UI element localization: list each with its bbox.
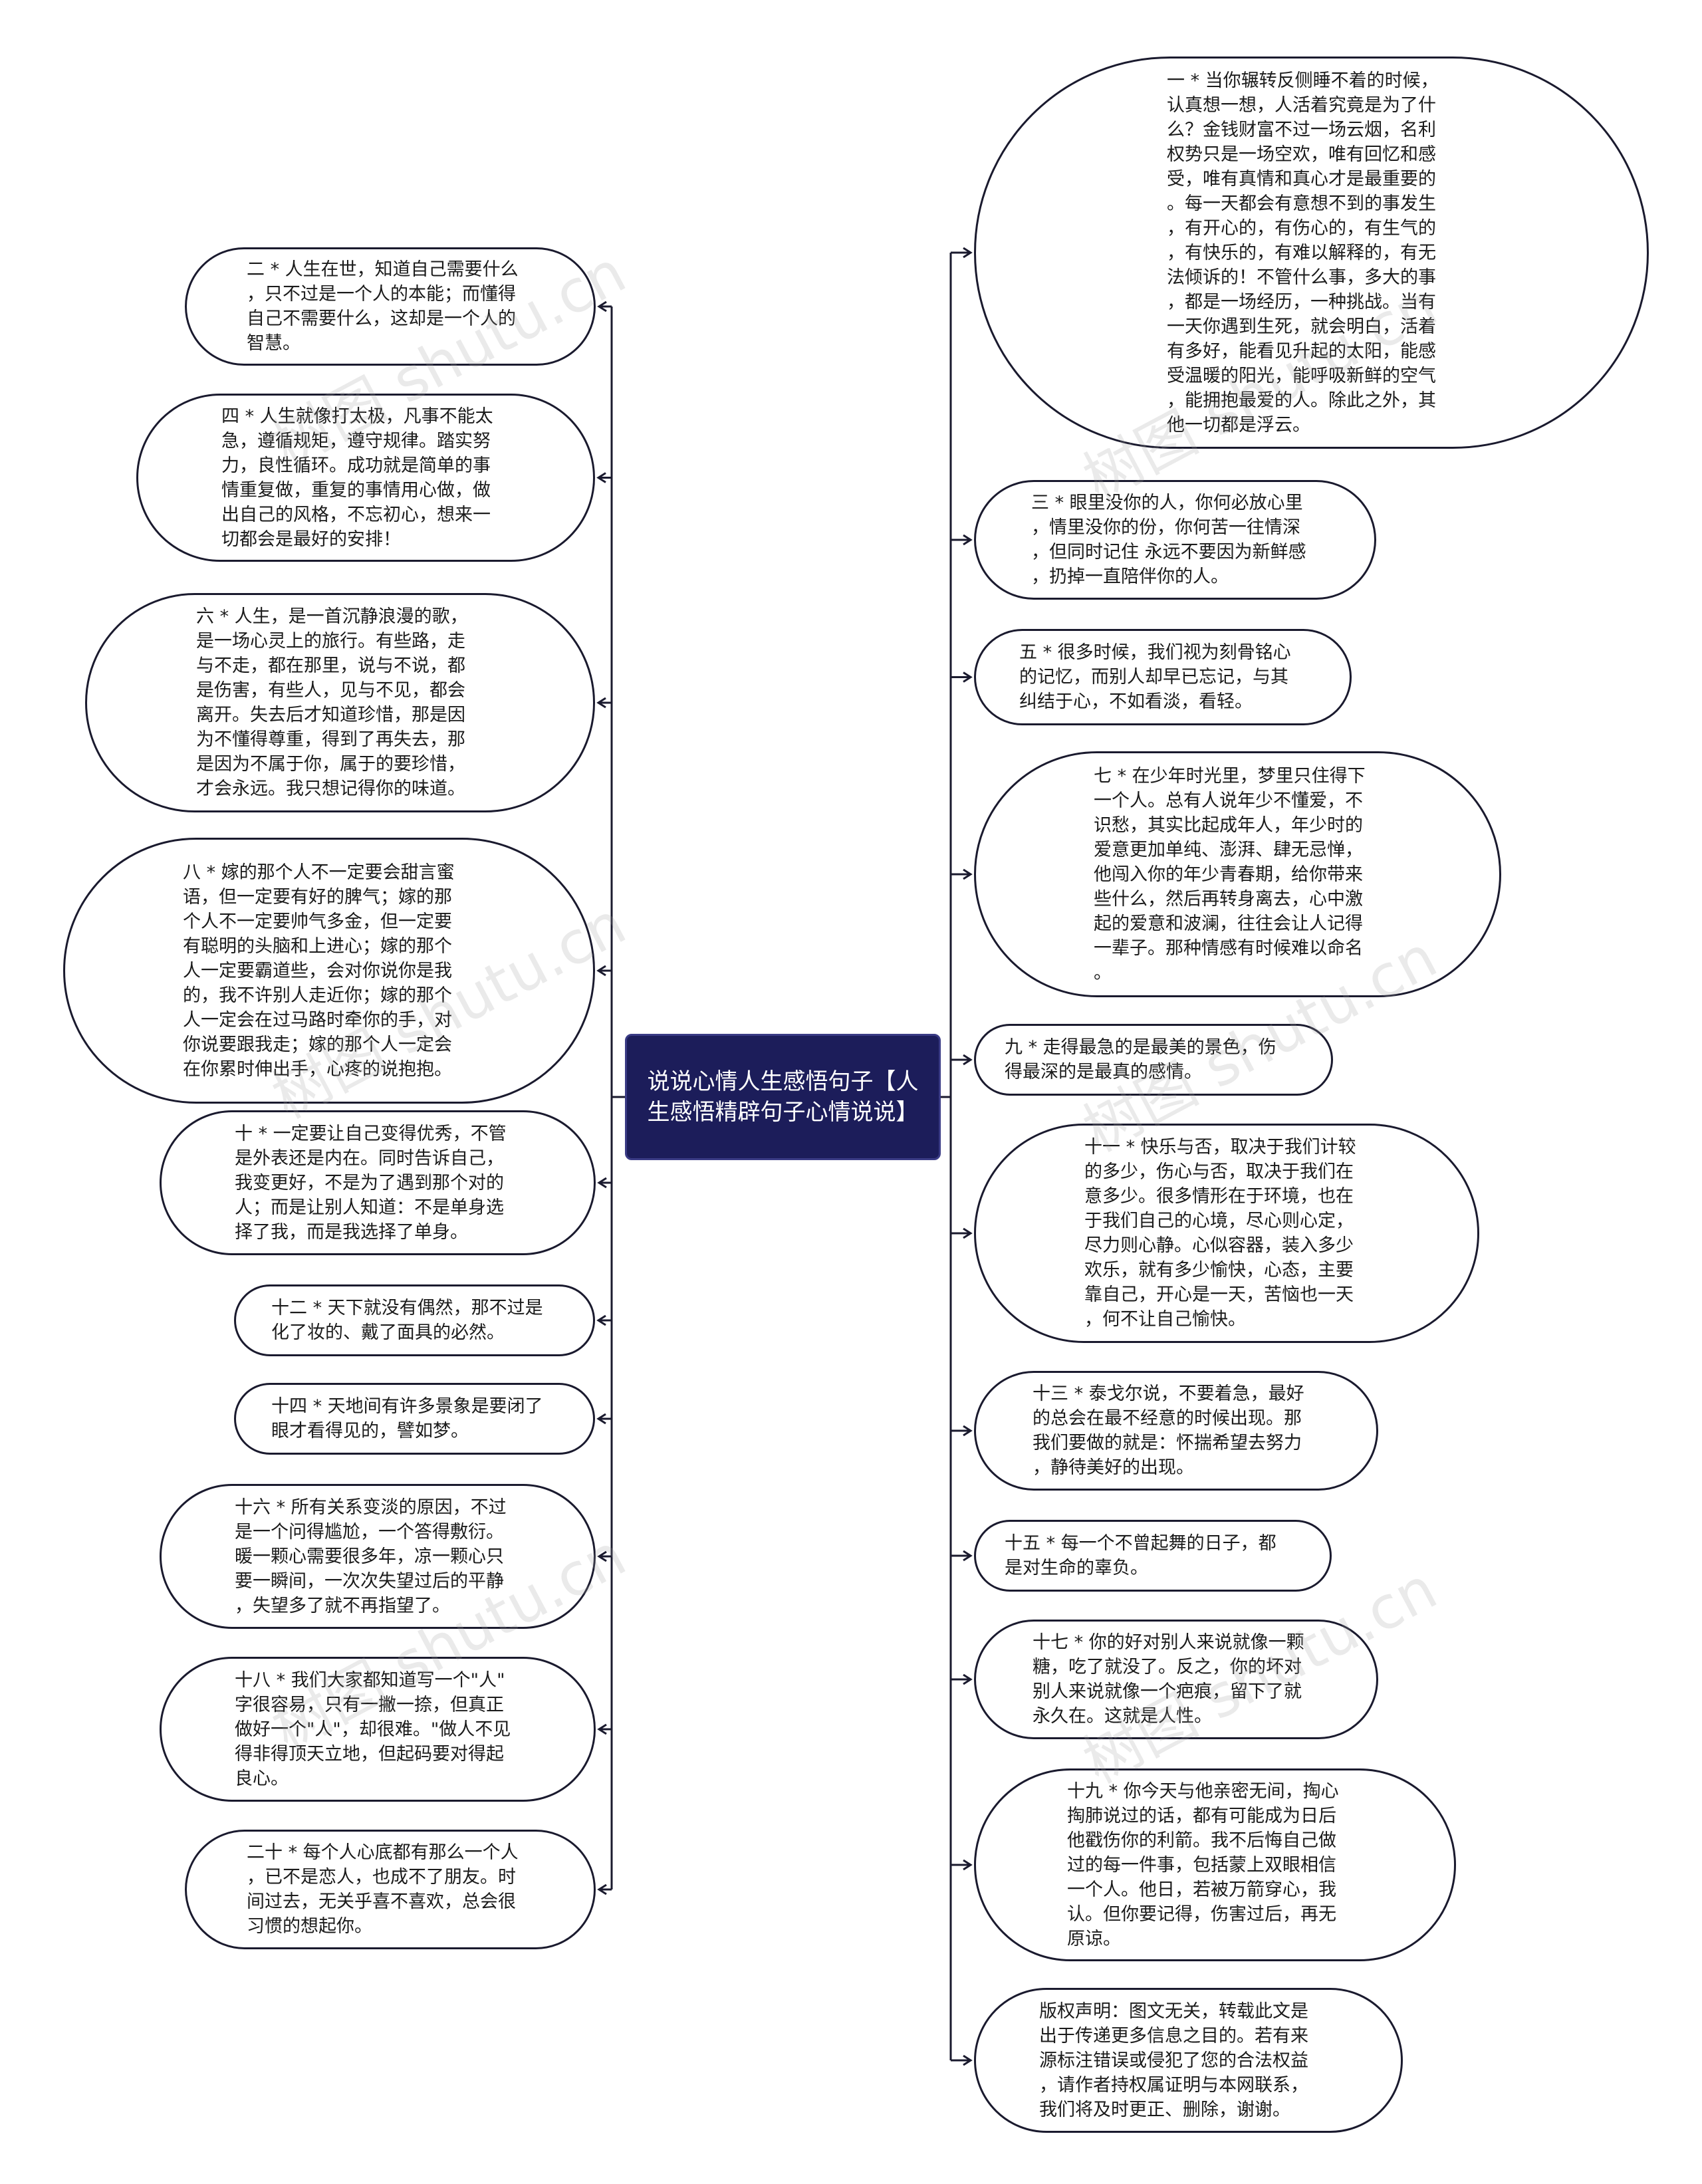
topic-node-text: 一 * 当你辗转反侧睡不着的时候， 认真想一想，人活着究竟是为了什 么？金钱财富… (1167, 70, 1439, 435)
topic-node-text: 版权声明：图文无关，转载此文是 出于传递更多信息之目的。若有来 源标注错误或侵犯… (1039, 2001, 1308, 2120)
topic-node-text: 二十 * 每个人心底都有那么一个人 ，已不是恋人，也成不了朋友。时 间过去，无关… (247, 1842, 519, 1937)
topic-node-text: 十五 * 每一个不曾起舞的日子，都 是对生命的辜负。 (1005, 1533, 1276, 1578)
topic-node-text: 四 * 人生就像打太极，凡事不能太 急，遵循规矩，遵守规律。踏实努 力，良性循环… (221, 406, 493, 550)
arrow-head (963, 671, 973, 683)
topic-node-7[interactable]: 七 * 在少年时光里，梦里只住得下 一个人。总有人说年少不懂爱，不 识愁，其实比… (974, 751, 1501, 997)
topic-node-13[interactable]: 十三 * 泰戈尔说，不要着急，最好 的总会在最不经意的时候出现。那 我们要做的就… (974, 1371, 1378, 1491)
arrow-head (963, 534, 973, 546)
arrow-head (597, 1177, 607, 1189)
topic-node-17[interactable]: 十七 * 你的好对别人来说就像一颗 糖，吃了就没了。反之，你的坏对 别人来说就像… (974, 1620, 1378, 1739)
arrow-head (963, 247, 973, 259)
arrow-head (597, 301, 607, 312)
topic-node-18[interactable]: 十八 * 我们大家都知道写一个"人" 字很容易，只有一撇一捺，但真正 做好一个"… (160, 1657, 596, 1802)
topic-node-text: 二 * 人生在世，知道自己需要什么 ，只不过是一个人的本能；而懂得 自己不需要什… (247, 259, 519, 354)
topic-node-15[interactable]: 十五 * 每一个不曾起舞的日子，都 是对生命的辜负。 (974, 1520, 1332, 1592)
arrow-head (597, 1723, 607, 1735)
topic-node-text: 十六 * 所有关系变淡的原因，不过 是一个问得尴尬，一个答得敷衍。 暖一颗心需要… (235, 1497, 507, 1616)
topic-node-1[interactable]: 一 * 当你辗转反侧睡不着的时候， 认真想一想，人活着究竟是为了什 么？金钱财富… (974, 57, 1649, 449)
topic-node-text: 六 * 人生，是一首沉静浪漫的歌， 是一场心灵上的旅行。有些路，走 与不走，都在… (196, 606, 468, 799)
topic-node-12[interactable]: 十二 * 天下就没有偶然，那不过是 化了妆的、戴了面具的必然。 (234, 1284, 595, 1356)
arrow-head (963, 1425, 973, 1437)
central-topic[interactable]: 说说心情人生感悟句子【人生感悟精辟句子心情说说】 (625, 1034, 941, 1160)
arrow-head (963, 2054, 973, 2066)
arrow-head (597, 1550, 607, 1562)
topic-node-20[interactable]: 二十 * 每个人心底都有那么一个人 ，已不是恋人，也成不了朋友。时 间过去，无关… (185, 1830, 596, 1949)
arrow-head (963, 1054, 973, 1066)
arrow-head (596, 1314, 606, 1326)
topic-node-text: 五 * 很多时候，我们视为刻骨铭心 的记忆，而别人却早已忘记，与其 纠结于心，不… (1019, 642, 1291, 712)
topic-node-5[interactable]: 五 * 很多时候，我们视为刻骨铭心 的记忆，而别人却早已忘记，与其 纠结于心，不… (974, 629, 1352, 725)
topic-node-text: 十九 * 你今天与他亲密无间，掏心 掏肺说过的话，都有可能成为日后 他戳伤你的利… (1067, 1780, 1339, 1949)
topic-node-text: 三 * 眼里没你的人，你何必放心里 ，情里没你的份，你何苦一往情深 ，但同时记住… (1031, 493, 1306, 587)
topic-node-2[interactable]: 二 * 人生在世，知道自己需要什么 ，只不过是一个人的本能；而懂得 自己不需要什… (185, 247, 596, 366)
topic-node-16[interactable]: 十六 * 所有关系变淡的原因，不过 是一个问得尴尬，一个答得敷衍。 暖一颗心需要… (160, 1484, 596, 1629)
arrow-head (963, 1859, 973, 1871)
topic-node-text: 十四 * 天地间有许多景象是要闭了 眼才看得见的，譬如梦。 (271, 1396, 543, 1441)
topic-node-text: 十 * 一定要让自己变得优秀，不管 是外表还是内在。同时告诉自己， 我变更好，不… (235, 1123, 507, 1243)
topic-node-9[interactable]: 九 * 走得最急的是最美的景色，伤 得最深的是最真的感情。 (974, 1024, 1333, 1096)
topic-node-21[interactable]: 版权声明：图文无关，转载此文是 出于传递更多信息之目的。若有来 源标注错误或侵犯… (974, 1988, 1403, 2133)
central-topic-title: 说说心情人生感悟句子【人生感悟精辟句子心情说说】 (647, 1068, 919, 1126)
topic-node-text: 九 * 走得最急的是最美的景色，伤 得最深的是最真的感情。 (1005, 1037, 1276, 1082)
topic-node-8[interactable]: 八 * 嫁的那个人不一定要会甜言蜜 语，但一定要有好的脾气；嫁的那 个人不一定要… (63, 838, 595, 1104)
arrow-head (597, 1883, 607, 1895)
topic-node-text: 八 * 嫁的那个人不一定要会甜言蜜 语，但一定要有好的脾气；嫁的那 个人不一定要… (183, 862, 455, 1080)
topic-node-10[interactable]: 十 * 一定要让自己变得优秀，不管 是外表还是内在。同时告诉自己， 我变更好，不… (160, 1110, 596, 1255)
topic-node-text: 十一 * 快乐与否，取决于我们计较 的多少，伤心与否，取决于我们在 意多少。很多… (1084, 1137, 1356, 1330)
arrow-head (596, 697, 606, 709)
topic-node-3[interactable]: 三 * 眼里没你的人，你何必放心里 ，情里没你的份，你何苦一往情深 ，但同时记住… (974, 480, 1376, 600)
arrow-head (596, 472, 606, 483)
topic-node-19[interactable]: 十九 * 你今天与他亲密无间，掏心 掏肺说过的话，都有可能成为日后 他戳伤你的利… (974, 1768, 1456, 1961)
arrow-head (963, 1673, 973, 1685)
topic-node-text: 十三 * 泰戈尔说，不要着急，最好 的总会在最不经意的时候出现。那 我们要做的就… (1033, 1384, 1304, 1478)
arrow-head (963, 1550, 973, 1562)
topic-node-text: 十七 * 你的好对别人来说就像一颗 糖，吃了就没了。反之，你的坏对 别人来说就像… (1033, 1632, 1304, 1727)
topic-node-text: 七 * 在少年时光里，梦里只住得下 一个人。总有人说年少不懂爱，不 识愁，其实比… (1094, 765, 1366, 983)
arrow-head (963, 1227, 973, 1239)
topic-node-14[interactable]: 十四 * 天地间有许多景象是要闭了 眼才看得见的，譬如梦。 (234, 1383, 595, 1455)
topic-node-text: 十二 * 天下就没有偶然，那不过是 化了妆的、戴了面具的必然。 (271, 1298, 543, 1343)
topic-node-4[interactable]: 四 * 人生就像打太极，凡事不能太 急，遵循规矩，遵守规律。踏实努 力，良性循环… (136, 394, 595, 562)
topic-node-text: 十八 * 我们大家都知道写一个"人" 字很容易，只有一撇一捺，但真正 做好一个"… (235, 1669, 511, 1789)
topic-node-6[interactable]: 六 * 人生，是一首沉静浪漫的歌， 是一场心灵上的旅行。有些路，走 与不走，都在… (85, 593, 595, 812)
arrow-head (596, 1413, 606, 1425)
topic-node-11[interactable]: 十一 * 快乐与否，取决于我们计较 的多少，伤心与否，取决于我们在 意多少。很多… (974, 1124, 1479, 1343)
arrow-head (963, 868, 973, 880)
arrow-head (596, 965, 606, 977)
